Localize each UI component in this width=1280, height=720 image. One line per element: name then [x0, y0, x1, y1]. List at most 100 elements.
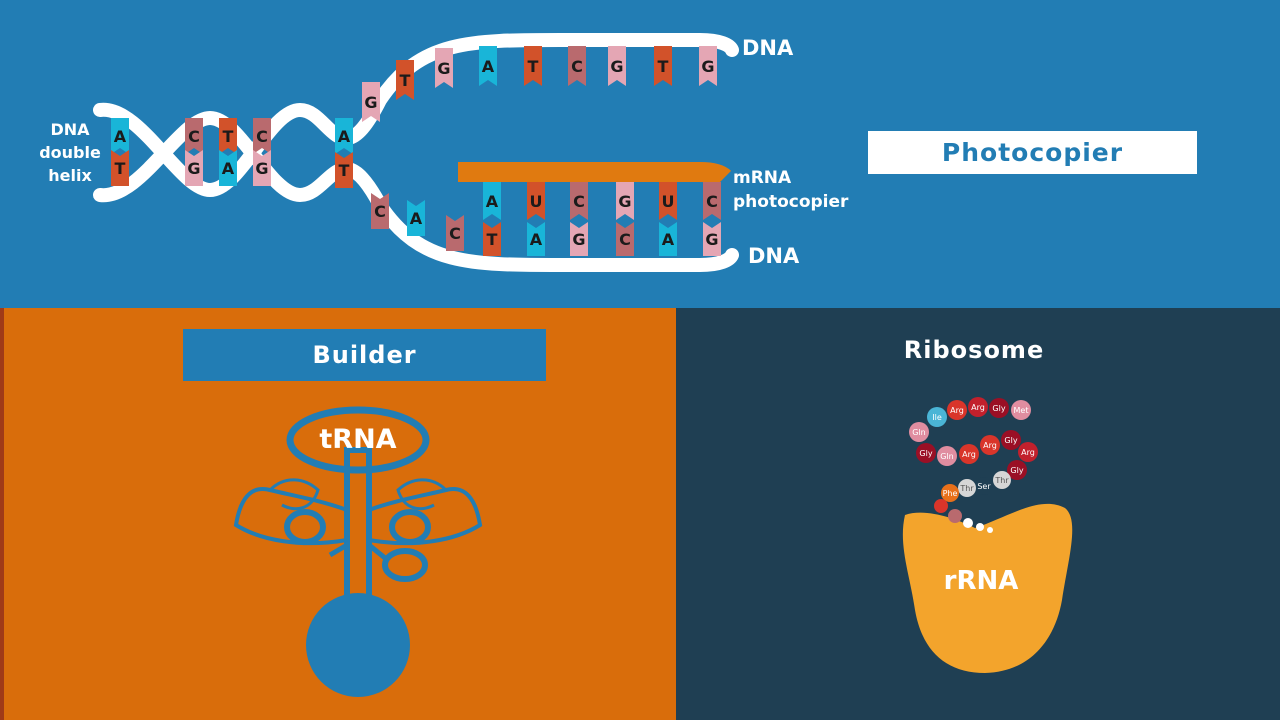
helix-base-top-letter: A [114, 127, 127, 146]
helix-base-top [219, 118, 237, 154]
amino-acid-bead [1001, 430, 1021, 450]
top-strand-base [608, 46, 626, 86]
helix-base-bottom [219, 150, 237, 186]
dna-top-label: DNA [742, 36, 794, 60]
trna-molecule-icon [233, 406, 483, 697]
amino-acid-label: Arg [962, 450, 976, 459]
bottom-strand-base [371, 193, 389, 229]
top-strand-base [568, 46, 586, 86]
amino-acid-label: Gly [1004, 436, 1017, 445]
amino-acid-bead [958, 479, 976, 497]
top-strand-base [699, 46, 717, 86]
top-strand-base-letter: A [482, 57, 495, 76]
chain-bead [987, 527, 993, 533]
helix-base-bottom-letter: T [115, 159, 126, 178]
bottom-strand-base-letter: G [572, 230, 585, 249]
amino-acid-label: Ile [932, 413, 942, 422]
bottom-strand-base-letter: C [619, 230, 631, 249]
top-strand-base [479, 46, 497, 86]
amino-acid-label: Arg [1021, 448, 1035, 457]
amino-acid-label: Phe [943, 489, 958, 498]
helix-label-line1: DNA [50, 120, 90, 139]
amino-acid-label: Arg [983, 441, 997, 450]
rrna-label: rRNA [943, 566, 1019, 596]
helix-label: DNA double helix [32, 118, 108, 187]
helix-base-bottom [111, 150, 129, 186]
bottom-strand-base-letter: A [530, 230, 543, 249]
amino-acid-bead [980, 435, 1000, 455]
amino-acid-bead [1007, 460, 1027, 480]
fork-base-bottom [335, 152, 353, 188]
bottom-strand-base-letter: T [487, 230, 498, 249]
helix-base-top [185, 118, 203, 154]
helix-base-bottom-letter: A [222, 159, 235, 178]
top-strand-base-letter: T [400, 71, 411, 90]
mrna-label: mRNA photocopier [733, 166, 848, 214]
amino-acid-label: Ser [977, 482, 991, 491]
amino-acid-bead [947, 400, 967, 420]
amino-acid-bead [909, 422, 929, 442]
helix-label-line2: double [39, 143, 101, 162]
trna-label: tRNA [319, 424, 397, 455]
helix-base-top-letter: T [223, 127, 234, 146]
amino-acid-label: Gly [1010, 466, 1023, 475]
helix-base-bottom-letter: G [187, 159, 200, 178]
fork-base-top-letter: A [338, 127, 351, 146]
helix-label-line3: helix [48, 166, 92, 185]
top-strand-base-letter: C [571, 57, 583, 76]
top-strand-base [362, 82, 380, 122]
bottom-strand-base [616, 222, 634, 256]
top-strand-base-letter: G [701, 57, 714, 76]
amino-acid-bead [941, 484, 959, 502]
amino-acid-label: Thr [994, 476, 1009, 485]
top-strand-base [654, 46, 672, 86]
amino-acid-label: Gln [940, 452, 954, 461]
photocopier-box: Photocopier [868, 131, 1197, 174]
amino-acid-label: Thr [959, 484, 974, 493]
top-strand-base-letter: G [364, 93, 377, 112]
bottom-strand-base-letter: C [374, 202, 386, 221]
amino-acid-label: Arg [971, 403, 985, 412]
helix-base-top-letter: C [256, 127, 268, 146]
amino-acid-label: Gln [912, 428, 926, 437]
top-strand-base-letter: T [528, 57, 539, 76]
mrna-base [483, 182, 501, 220]
top-strand-base [396, 60, 414, 100]
top-strand-base [524, 46, 542, 86]
chain-bead [976, 523, 984, 531]
bottom-strand-base [446, 215, 464, 251]
mrna-base-letter: G [618, 192, 631, 211]
amino-acid-label: Arg [950, 406, 964, 415]
bottom-strand-base-letter: C [449, 224, 461, 243]
amino-acid-label: Gly [992, 404, 1005, 413]
amino-acid-bead [916, 443, 936, 463]
bottom-strand-base [527, 222, 545, 256]
mrna-base-letter: C [573, 192, 585, 211]
top-strand-base-letter: T [658, 57, 669, 76]
amino-acid-bead [959, 444, 979, 464]
amino-acid-label: Met [1014, 406, 1029, 415]
bottom-strand-base [659, 222, 677, 256]
ribosome-title: Ribosome [903, 336, 1045, 364]
mrna-label-line2: photocopier [733, 192, 849, 212]
helix-base-bottom [185, 150, 203, 186]
fork-base-top [335, 118, 353, 154]
amino-acid-bead [1011, 400, 1031, 420]
amino-acid-bead [937, 446, 957, 466]
builder-title: Builder [183, 329, 546, 381]
mrna-base-letter: C [706, 192, 718, 211]
amino-acid-bead [993, 471, 1011, 489]
top-strand-base-letter: G [610, 57, 623, 76]
chain-bead [948, 509, 962, 523]
mrna-base [570, 182, 588, 220]
top-strand-base [435, 48, 453, 88]
helix-base-top [253, 118, 271, 154]
fork-base-bottom-letter: T [339, 161, 350, 180]
amino-acid-bead [975, 477, 993, 495]
mrna-label-line1: mRNA [733, 168, 792, 188]
ribosome-icon [902, 503, 1073, 673]
amino-acid-bead [989, 398, 1009, 418]
